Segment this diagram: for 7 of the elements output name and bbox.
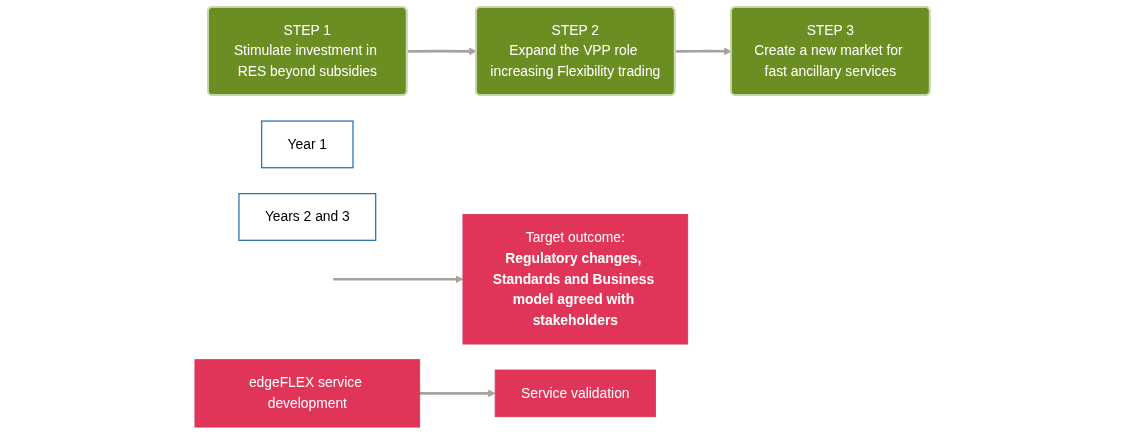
node-box: Year 1 — [260, 120, 354, 169]
node-box: Target outcome: Regulatory changes, Standards and Business model agreed with stakeholders — [462, 213, 688, 345]
node-box: Years 2 and 3 — [237, 193, 376, 241]
node-box: edgeFLEX service development — [194, 359, 420, 428]
arrow — [419, 389, 496, 398]
arrow — [332, 275, 463, 284]
node-box: Service validation — [494, 369, 656, 418]
